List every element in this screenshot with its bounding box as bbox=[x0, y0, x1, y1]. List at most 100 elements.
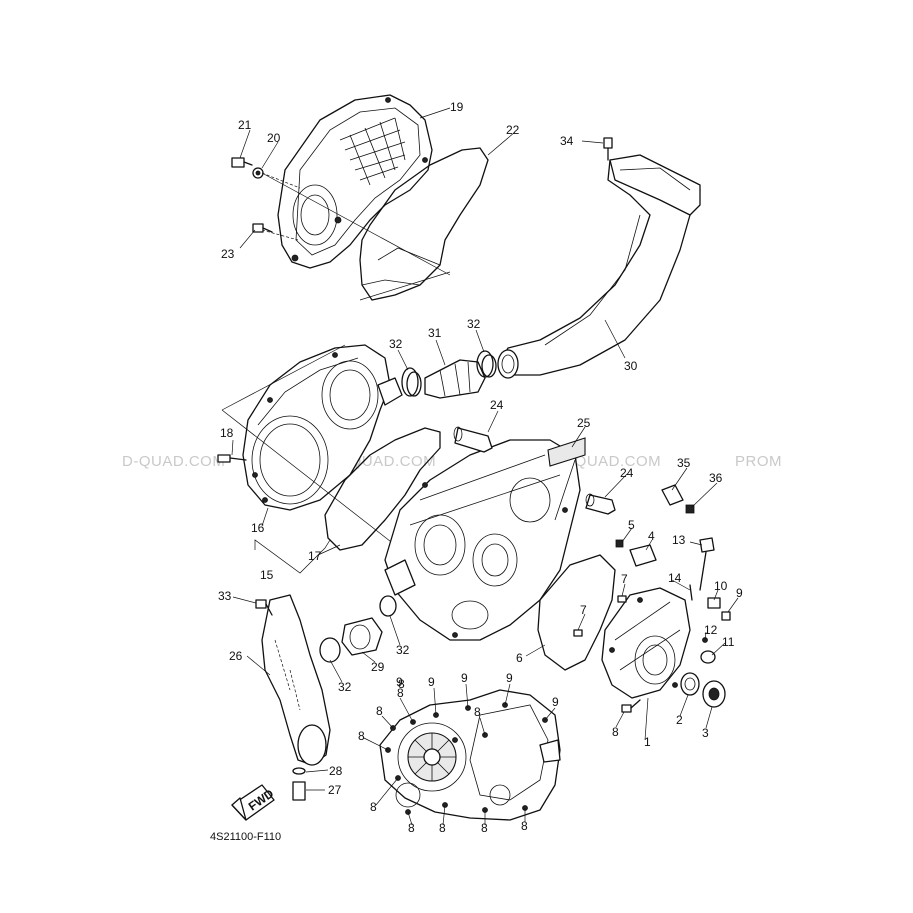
part-right-crankcase-cover bbox=[601, 587, 691, 699]
callout-label: 9 bbox=[736, 586, 743, 600]
callout-label: 22 bbox=[506, 123, 520, 137]
callout-label: 35 bbox=[677, 456, 691, 470]
callout-label: 33 bbox=[218, 589, 232, 603]
part-drain-27 bbox=[292, 781, 306, 801]
watermark-text: D-QUAD.COM bbox=[122, 453, 225, 470]
callout-label: 24 bbox=[490, 398, 504, 412]
part-clamp-32 bbox=[401, 367, 419, 397]
callout-label: 11 bbox=[722, 635, 735, 649]
part-plug-10 bbox=[707, 597, 721, 609]
callout-label: 8 bbox=[408, 821, 415, 835]
part-crankcase bbox=[384, 439, 581, 641]
part-pin-14 bbox=[689, 584, 693, 601]
part-pipe-24 bbox=[585, 494, 616, 515]
part-dipstick-13 bbox=[699, 537, 715, 553]
part-bolt-8 bbox=[621, 704, 632, 713]
callout-label: 8 bbox=[481, 821, 488, 835]
detail-bolts bbox=[385, 702, 548, 815]
crankcase-group bbox=[384, 437, 586, 641]
part-clip-35 bbox=[661, 484, 684, 506]
part-clamp-32 bbox=[319, 637, 341, 663]
callout-label: 8 bbox=[370, 800, 377, 814]
callout-label: 26 bbox=[229, 649, 243, 663]
outer-cover-group bbox=[261, 94, 433, 269]
part-bolt-18 bbox=[217, 454, 231, 463]
callout-label: 19 bbox=[450, 100, 464, 114]
callout-label: 32 bbox=[338, 680, 352, 694]
callout-label: 31 bbox=[428, 326, 442, 340]
callout-label: 12 bbox=[704, 623, 718, 637]
callout-label: 29 bbox=[371, 660, 385, 674]
callout-label: 8 bbox=[376, 704, 383, 718]
callout-label: 9 bbox=[396, 675, 403, 689]
part-crankcase-detail bbox=[379, 689, 561, 821]
callout-label: 7 bbox=[621, 572, 628, 586]
part-bolt-9 bbox=[721, 611, 731, 621]
leader-lines bbox=[231, 107, 739, 826]
callout-label: 9 bbox=[461, 671, 468, 685]
callout-label: 7 bbox=[580, 603, 587, 617]
part-plug-11 bbox=[700, 650, 716, 664]
callout-label: 21 bbox=[238, 118, 252, 132]
part-cover-gasket bbox=[359, 147, 489, 301]
reference-code: 4S21100-F110 bbox=[210, 831, 281, 843]
part-pipe-24 bbox=[454, 427, 493, 453]
part-duct-cuff bbox=[497, 349, 519, 379]
callout-label: 23 bbox=[221, 247, 235, 261]
callout-label: 4 bbox=[648, 529, 655, 543]
part-dowel-7 bbox=[573, 629, 583, 637]
callout-label: 1 bbox=[644, 735, 651, 749]
callout-label: 8 bbox=[521, 819, 528, 833]
callout-label: 32 bbox=[467, 317, 481, 331]
callout-label: 18 bbox=[220, 426, 234, 440]
callout-label: 24 bbox=[620, 466, 634, 480]
air-duct-group bbox=[497, 137, 701, 379]
part-dowel-7 bbox=[617, 595, 627, 603]
callout-label: 13 bbox=[672, 533, 686, 547]
part-bolt-21 bbox=[231, 157, 245, 168]
callout-label: 3 bbox=[702, 726, 709, 740]
part-screw-5 bbox=[615, 539, 624, 548]
callout-label: 14 bbox=[668, 571, 682, 585]
callout-label: 27 bbox=[328, 783, 342, 797]
callout-label: 8 bbox=[474, 705, 481, 719]
watermark-text: PROM bbox=[735, 453, 782, 470]
part-inner-cover-gasket bbox=[324, 427, 441, 551]
part-crankcase-label-plate bbox=[547, 437, 586, 467]
callout-label: 8 bbox=[398, 677, 405, 691]
callout-label: 25 bbox=[577, 416, 591, 430]
upper-joint-group bbox=[401, 350, 497, 399]
callout-label: 15 bbox=[260, 568, 274, 582]
callout-label: 36 bbox=[709, 471, 723, 485]
callout-label: 8 bbox=[358, 729, 365, 743]
part-clamp-32 bbox=[476, 350, 494, 378]
part-oil-seal-2 bbox=[680, 672, 700, 696]
callout-label: 34 bbox=[560, 134, 574, 148]
callout-label: 28 bbox=[329, 764, 343, 778]
crankcase-detail-view bbox=[379, 689, 561, 821]
callout-label: 20 bbox=[267, 131, 281, 145]
callout-label: 9 bbox=[428, 675, 435, 689]
callout-label: 32 bbox=[389, 337, 403, 351]
lower-duct-group bbox=[255, 594, 397, 801]
callout-label: 2 bbox=[676, 713, 683, 727]
callout-label: 9 bbox=[552, 695, 559, 709]
oil-pipes bbox=[453, 426, 616, 515]
part-clip-28 bbox=[292, 767, 306, 775]
fwd-arrow-badge: FWD bbox=[231, 784, 277, 821]
cover-bolts bbox=[231, 157, 273, 233]
part-clamp-32 bbox=[379, 595, 397, 617]
part-inner-crankcase-cover bbox=[242, 344, 391, 511]
callout-label: 16 bbox=[251, 521, 265, 535]
callout-label: 30 bbox=[624, 359, 638, 373]
callout-labels: 1 2 3 4 5 6 7 7 8 8 8 8 8 8 8 8 8 8 8 9 … bbox=[218, 100, 743, 835]
callout-label: 5 bbox=[628, 518, 635, 532]
part-joint-29 bbox=[341, 617, 383, 656]
callout-label: 8 bbox=[439, 821, 446, 835]
part-screw-33 bbox=[255, 599, 267, 609]
callout-label: 10 bbox=[714, 579, 728, 593]
callout-label: 8 bbox=[397, 686, 404, 700]
callout-label: 17 bbox=[308, 549, 322, 563]
part-bolt-34 bbox=[603, 137, 613, 149]
